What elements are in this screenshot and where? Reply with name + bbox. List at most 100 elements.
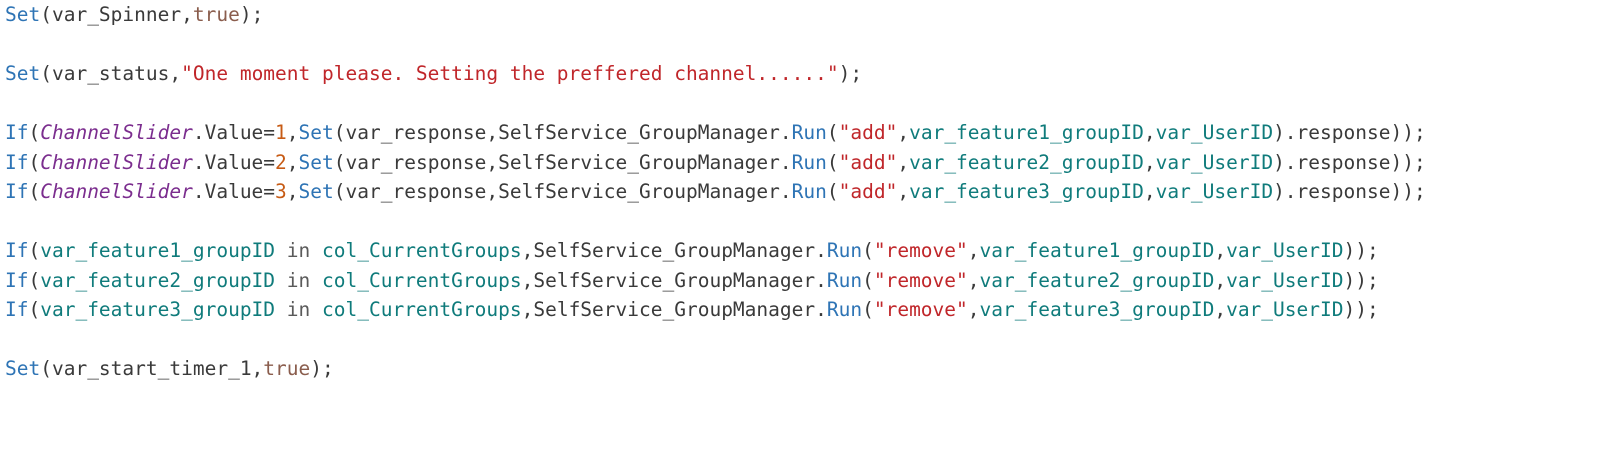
code-token: ).response)); bbox=[1273, 121, 1426, 144]
code-token: ( bbox=[862, 298, 874, 321]
code-line[interactable]: Set(var_Spinner,true); bbox=[0, 0, 1615, 30]
code-token: var_UserID bbox=[1155, 180, 1274, 203]
code-token: , bbox=[967, 268, 980, 292]
code-line[interactable]: If(ChannelSlider.Value=3,Set(var_respons… bbox=[0, 177, 1615, 207]
code-line-blank[interactable] bbox=[0, 207, 1615, 237]
code-token: If bbox=[5, 180, 29, 203]
code-token: var_feature3_groupID bbox=[40, 298, 276, 321]
code-line[interactable]: Set(var_status,"One moment please. Setti… bbox=[0, 59, 1615, 89]
code-token: .Value= bbox=[192, 150, 276, 174]
code-token: "remove" bbox=[873, 239, 968, 262]
code-token: .Value= bbox=[192, 121, 276, 144]
code-token: in bbox=[275, 239, 323, 262]
code-token: ).response)); bbox=[1273, 180, 1426, 203]
code-token: var_feature3_groupID bbox=[909, 180, 1144, 203]
code-token: If bbox=[5, 121, 29, 144]
code-token: "One moment please. Setting the preffere… bbox=[181, 62, 839, 85]
code-token: , bbox=[897, 150, 910, 174]
code-token: var_UserID bbox=[1226, 239, 1344, 262]
code-token: .Value= bbox=[192, 180, 276, 203]
code-token: If bbox=[5, 239, 29, 262]
code-token: 3 bbox=[275, 180, 287, 203]
code-line-blank[interactable] bbox=[0, 325, 1615, 355]
code-line-list: Set(var_Spinner,true); Set(var_status,"O… bbox=[0, 0, 1615, 384]
code-token: , bbox=[286, 180, 299, 203]
code-token: true bbox=[192, 3, 240, 26]
code-token: , bbox=[286, 150, 299, 174]
code-token: var_UserID bbox=[1226, 298, 1344, 321]
code-token: 1 bbox=[275, 121, 287, 144]
code-token: Set bbox=[5, 3, 41, 26]
code-token: ( bbox=[862, 239, 874, 262]
code-token: "add" bbox=[838, 121, 898, 144]
code-token: ,SelfService_GroupManager. bbox=[521, 268, 827, 292]
code-token: Run bbox=[826, 268, 863, 292]
code-token: in bbox=[275, 268, 323, 292]
code-line-blank[interactable] bbox=[0, 30, 1615, 60]
code-token: (var_start_timer_1, bbox=[40, 357, 264, 380]
code-token: , bbox=[1214, 298, 1227, 321]
code-token: Set bbox=[298, 150, 334, 174]
code-token: ); bbox=[239, 3, 264, 26]
code-token: var_UserID bbox=[1155, 121, 1274, 144]
code-line-blank[interactable] bbox=[0, 89, 1615, 119]
code-token: ( bbox=[826, 121, 839, 144]
code-token: Run bbox=[791, 121, 827, 144]
code-token: ( bbox=[28, 121, 41, 144]
code-token: Run bbox=[826, 239, 863, 262]
code-token: ( bbox=[862, 268, 874, 292]
code-token: col_CurrentGroups bbox=[322, 239, 522, 262]
code-token: , bbox=[1143, 150, 1156, 174]
code-token: ); bbox=[310, 357, 334, 380]
code-token: ( bbox=[28, 298, 41, 321]
code-token: (var_response,SelfService_GroupManager. bbox=[333, 150, 792, 174]
code-token: var_feature1_groupID bbox=[40, 239, 276, 262]
code-line[interactable]: If(ChannelSlider.Value=2,Set(var_respons… bbox=[0, 148, 1615, 178]
code-token: (var_Spinner, bbox=[40, 3, 193, 26]
code-token: If bbox=[5, 298, 29, 321]
code-token: var_UserID bbox=[1226, 268, 1344, 292]
code-token: ChannelSlider bbox=[40, 180, 193, 203]
code-token: ( bbox=[826, 180, 839, 203]
code-token: , bbox=[967, 298, 980, 321]
code-token: ,SelfService_GroupManager. bbox=[521, 239, 827, 262]
code-token: Run bbox=[826, 298, 863, 321]
code-token: )); bbox=[1343, 298, 1379, 321]
code-token: ).response)); bbox=[1273, 150, 1426, 174]
code-token: (var_status, bbox=[40, 62, 182, 85]
code-token: , bbox=[286, 121, 299, 144]
code-token: ChannelSlider bbox=[40, 150, 193, 174]
code-token: ); bbox=[838, 62, 863, 85]
code-token: )); bbox=[1343, 268, 1379, 292]
code-token: "remove" bbox=[873, 268, 968, 292]
code-token: var_feature1_groupID bbox=[979, 239, 1215, 262]
code-token: (var_response,SelfService_GroupManager. bbox=[333, 121, 792, 144]
code-token: If bbox=[5, 268, 29, 292]
code-token: "remove" bbox=[873, 298, 968, 321]
code-token: , bbox=[1143, 121, 1156, 144]
code-token: , bbox=[897, 121, 910, 144]
code-line[interactable]: Set(var_start_timer_1,true); bbox=[0, 354, 1615, 384]
code-token: 2 bbox=[275, 150, 287, 174]
code-token: , bbox=[897, 180, 910, 203]
code-token: var_feature1_groupID bbox=[909, 121, 1144, 144]
code-token: ( bbox=[28, 180, 41, 203]
code-token: "add" bbox=[838, 180, 898, 203]
code-token: var_feature2_groupID bbox=[909, 150, 1144, 174]
code-token: , bbox=[1214, 239, 1227, 262]
code-token: "add" bbox=[838, 150, 898, 174]
code-token: var_feature2_groupID bbox=[979, 268, 1215, 292]
code-token: var_feature2_groupID bbox=[40, 268, 276, 292]
code-line[interactable]: If(ChannelSlider.Value=1,Set(var_respons… bbox=[0, 118, 1615, 148]
code-token: Set bbox=[298, 121, 334, 144]
code-token: in bbox=[275, 298, 323, 321]
code-token: true bbox=[263, 357, 311, 380]
code-token: Set bbox=[5, 357, 41, 380]
code-line[interactable]: If(var_feature2_groupID in col_CurrentGr… bbox=[0, 266, 1615, 296]
code-line[interactable]: If(var_feature3_groupID in col_CurrentGr… bbox=[0, 295, 1615, 325]
code-token: , bbox=[967, 239, 980, 262]
code-line[interactable]: If ( var_feature1_groupID in col_CurrentGr… bbox=[0, 236, 1615, 266]
code-token: Run bbox=[791, 150, 827, 174]
code-token: Set bbox=[298, 180, 334, 203]
